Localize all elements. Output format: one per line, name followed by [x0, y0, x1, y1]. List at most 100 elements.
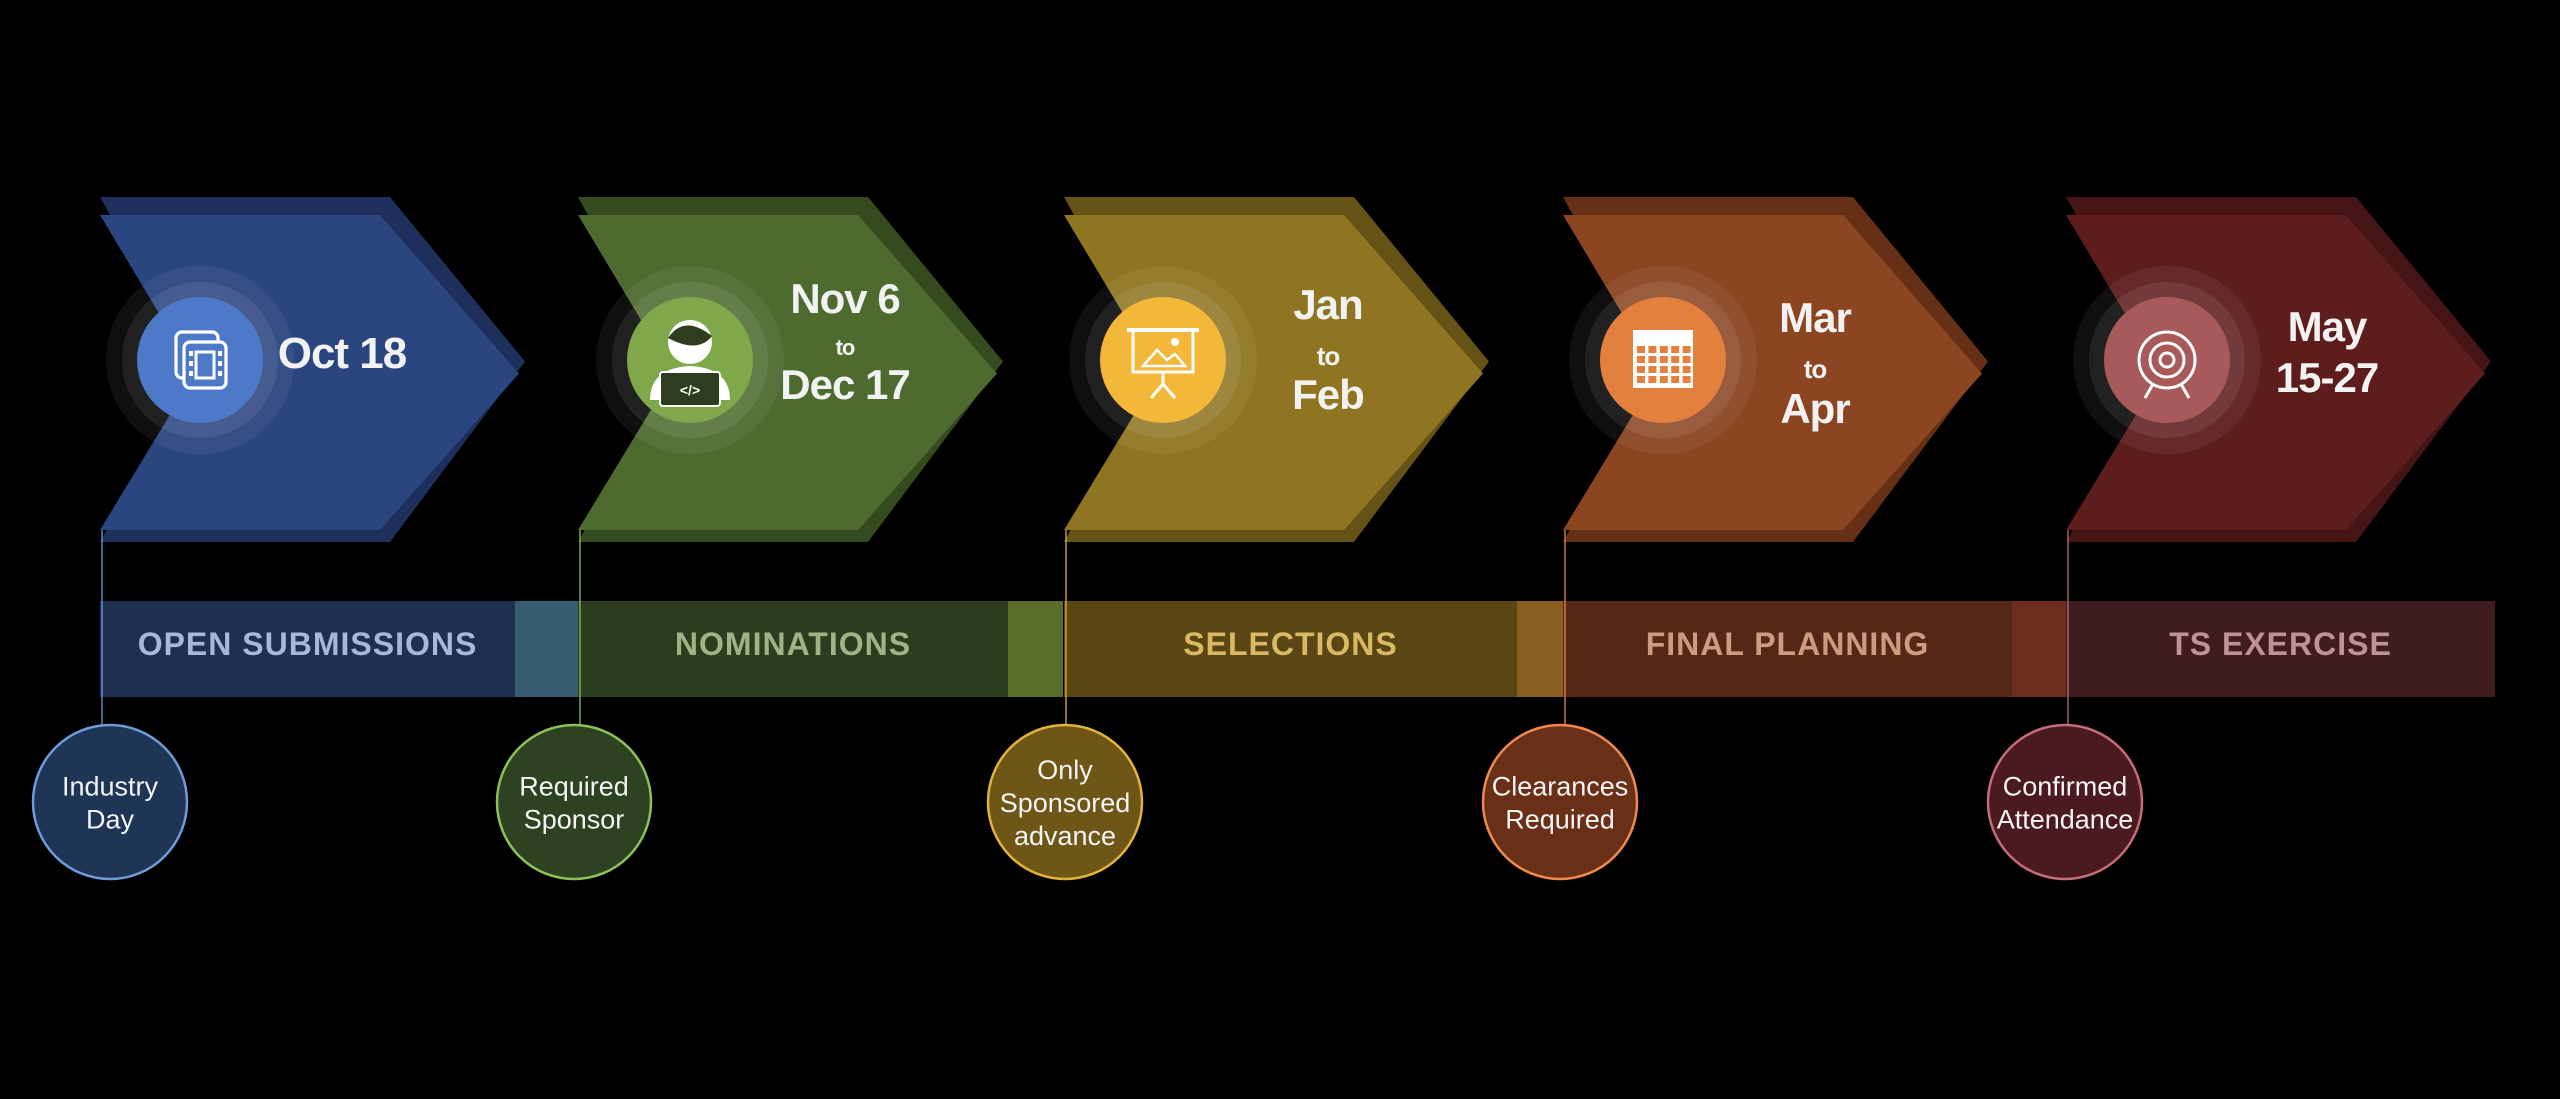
milestone-label: Day	[86, 805, 135, 835]
coder-icon-hair	[668, 325, 712, 346]
phase-label: TS EXERCISE	[2169, 626, 2392, 662]
milestone-circle	[31, 723, 189, 881]
chevron-shape	[100, 215, 519, 530]
phase-bar	[100, 601, 515, 697]
film-icon-hole	[189, 371, 193, 376]
calendar-icon-day	[1682, 346, 1691, 353]
milestone-label: Confirmed	[2003, 772, 2128, 802]
presentation-icon-picture	[1140, 348, 1188, 368]
film-icon-hole	[218, 361, 222, 366]
calendar-icon-day	[1682, 376, 1691, 383]
calendar-icon-day	[1648, 376, 1657, 383]
calendar-icon-day	[1671, 366, 1680, 373]
stage-date: May	[2288, 303, 2368, 350]
milestone-label: Sponsored	[1000, 788, 1131, 818]
film-icon-hole	[218, 351, 222, 356]
chevron-shape	[1563, 215, 1982, 530]
target-icon-ring-inner	[2158, 351, 2176, 369]
milestone-circle	[1986, 723, 2144, 881]
icon-circle	[1100, 297, 1226, 423]
stage-date: to	[1317, 341, 1340, 371]
milestone-circle	[986, 723, 1144, 881]
calendar-icon-day	[1648, 356, 1657, 363]
film-icon-frame	[194, 350, 216, 380]
milestone-label: Required	[519, 772, 629, 802]
phase-bar	[2066, 601, 2495, 697]
milestone-label: Required	[1505, 805, 1615, 835]
phase-label: FINAL PLANNING	[1646, 626, 1930, 662]
chevron-shape	[1064, 215, 1483, 530]
film-icon-hole	[189, 361, 193, 366]
calendar-icon-day	[1648, 346, 1657, 353]
stage-date: to	[836, 335, 855, 360]
milestone-label: Clearances	[1492, 772, 1629, 802]
film-icon-hole	[189, 351, 193, 356]
calendar-icon-day	[1637, 376, 1645, 383]
presentation-icon-leg	[1161, 383, 1177, 399]
coder-icon-code: </>	[680, 382, 700, 398]
milestone-label: advance	[1014, 821, 1116, 851]
icon-circle	[2104, 297, 2230, 423]
stage-date: Apr	[1780, 385, 1850, 432]
calendar-icon	[1633, 330, 1693, 388]
presentation-icon	[1127, 328, 1199, 399]
phase-label: NOMINATIONS	[675, 626, 911, 662]
calendar-icon-day	[1637, 366, 1645, 373]
calendar-icon-day	[1637, 356, 1645, 363]
milestone-circle	[495, 723, 653, 881]
milestone-label: Attendance	[1997, 805, 2134, 835]
phase-connector	[1517, 601, 1563, 697]
chevron-shape	[578, 215, 997, 530]
stage-date: Nov 6	[790, 275, 899, 322]
calendar-icon-day	[1648, 366, 1657, 373]
target-icon-ring-mid	[2148, 341, 2186, 379]
stage-date: Dec 17	[780, 361, 909, 408]
calendar-icon-header	[1633, 330, 1693, 342]
target-icon-ring-outer	[2137, 330, 2197, 390]
calendar-icon-day	[1671, 346, 1680, 353]
milestone-label: Sponsor	[524, 805, 625, 835]
calendar-icon-day	[1659, 366, 1668, 373]
stage-date: Feb	[1292, 371, 1364, 418]
phase-connector	[515, 601, 578, 697]
presentation-icon-sun	[1171, 338, 1179, 346]
calendar-icon-day	[1682, 366, 1691, 373]
coder-icon-laptop	[659, 371, 721, 407]
stage-date: to	[1804, 354, 1827, 384]
calendar-icon-day	[1659, 376, 1668, 383]
calendar-icon-day	[1659, 346, 1668, 353]
phase-label: OPEN SUBMISSIONS	[138, 626, 478, 662]
stage-date: Oct 18	[278, 329, 407, 378]
target-icon	[2137, 330, 2197, 399]
coder-icon: </>	[650, 320, 730, 407]
milestone-circle	[1481, 723, 1639, 881]
stage-date: 15-27	[2276, 354, 2378, 401]
stage-date: Jan	[1293, 281, 1362, 328]
calendar-icon-day	[1659, 356, 1668, 363]
chevron-shape	[2066, 215, 2485, 530]
calendar-icon-day	[1671, 356, 1680, 363]
film-icon-hole	[218, 371, 222, 376]
calendar-icon-day	[1671, 376, 1680, 383]
stage-date: Mar	[1779, 294, 1851, 341]
phase-connector	[2012, 601, 2066, 697]
calendar-icon-day	[1682, 356, 1691, 363]
phase-bar	[1064, 601, 1517, 697]
phase-bar	[1563, 601, 2012, 697]
phase-bar	[578, 601, 1008, 697]
target-icon-leg	[2143, 383, 2155, 399]
calendar-icon-day	[1637, 346, 1645, 353]
milestone-label: Only	[1037, 755, 1093, 785]
phase-connector	[1008, 601, 1063, 697]
phase-label: SELECTIONS	[1183, 626, 1397, 662]
film-icon	[174, 330, 228, 390]
milestone-label: Industry	[62, 772, 159, 802]
presentation-icon-leg	[1149, 383, 1165, 399]
target-icon-leg	[2179, 383, 2191, 399]
